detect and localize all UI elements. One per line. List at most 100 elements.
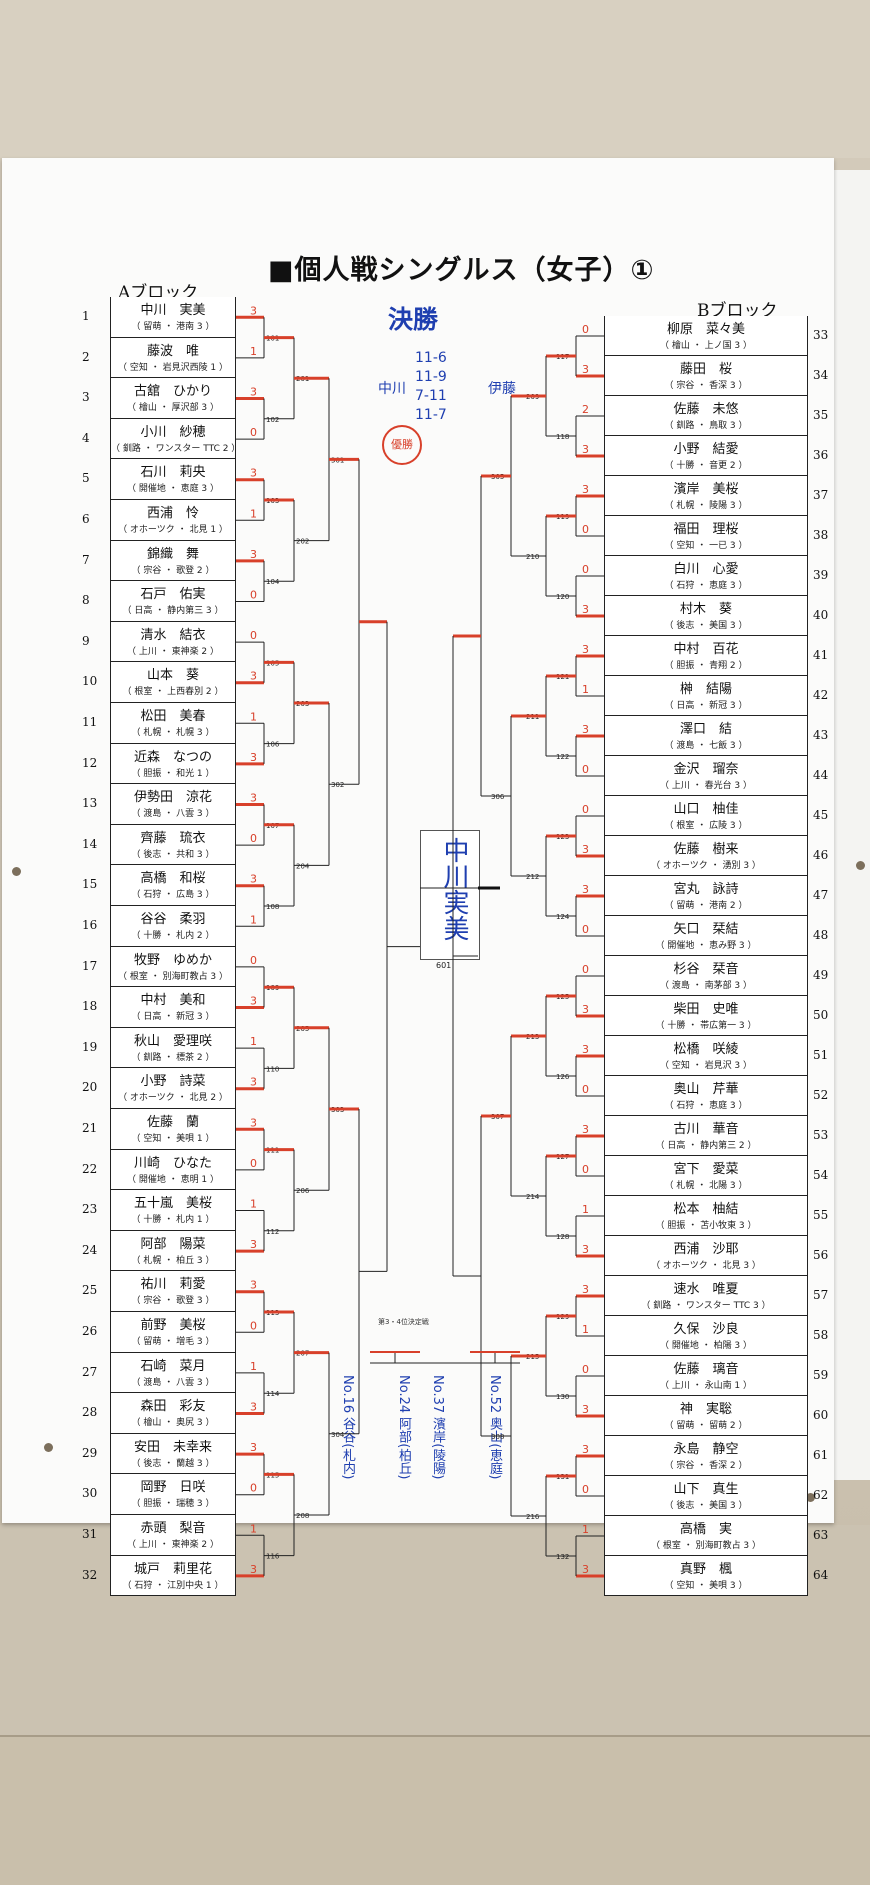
match-number: 112 [266,1228,279,1236]
player-name: 小野 詩菜 [140,1074,206,1090]
match-score: 3 [582,1283,589,1296]
seed-number: 12 [82,755,98,770]
player-school: （ 後志 ・ 美国 3 ） [664,1501,748,1511]
player-name: 佐藤 樹来 [673,842,739,857]
match-number: 114 [266,1390,280,1398]
match-score: 0 [250,589,257,602]
player-school: （ 留萌 ・ 港南 2 ） [664,901,748,911]
seed-number: 24 [82,1242,98,1257]
player-row: 金沢 瑠奈 （ 上川 ・ 春光台 3 ） [604,756,808,796]
seed-number: 60 [813,1408,829,1422]
player-school: （ 日高 ・ 新冠 3 ） [131,1012,215,1023]
player-name: 佐藤 蘭 [146,1115,199,1130]
player-row: 五十嵐 美桜（ 十勝 ・ 札内 1 ） [110,1190,236,1231]
seed-number: 61 [813,1448,829,1462]
player-row: 石戸 佑実（ 日高 ・ 静内第三 3 ） [110,581,236,622]
player-school: （ 宗谷 ・ 香深 2 ） [664,1461,748,1471]
player-row: 松本 柚結（ 胆振 ・ 苫小牧東 3 ） [604,1196,808,1236]
player-name: 柴田 史唯 [673,1002,739,1017]
player-row: 松橋 咲綾（ 空知 ・ 岩見沢 3 ） [604,1036,808,1076]
player-name: 金沢 瑠奈 [673,762,739,777]
pin [806,1493,815,1502]
seed-number: 56 [813,1248,829,1262]
seed-number: 37 [813,488,829,502]
player-name: 中村 美和 [140,993,206,1009]
match-score: 1 [250,1360,257,1373]
player-school: （ 日高 ・ 新冠 3 ） [664,701,748,711]
player-name: 澤口 結 [679,722,732,737]
page-title: ■個人戦シングルス（女子）① [268,255,655,286]
player-name: 小野 結愛 [673,442,739,457]
player-school: （ 日高 ・ 静内第三 2 ） [655,1141,757,1151]
player-row: 小川 紗穂（ 釧路 ・ ワンスター TTC 2 ） [110,418,240,460]
match-number: 202 [296,538,309,546]
player-row: 近森 なつの（ 胆振 ・ 和光 1 ） [110,743,236,785]
match-number: 130 [556,1393,569,1401]
seed-number: 55 [813,1208,829,1222]
player-name: 城戸 莉里花 [133,1561,212,1577]
third-place-entry: No.37 濱岸(陵陽) [430,1375,445,1480]
player-school: （ 檜山 ・ 上ノ国 3 ） [659,341,753,351]
match-score: 3 [582,1043,589,1056]
player-row: 錦織 舞（ 宗谷 ・ 歌登 2 ） [110,540,236,582]
match-number: 216 [526,1513,540,1521]
pin [44,1443,53,1452]
match-score: 1 [582,1323,589,1336]
adjacent-sheet [832,170,870,1480]
player-row: 祐川 莉愛（ 宗谷 ・ 歌登 3 ） [110,1271,236,1312]
final-heading: 決勝 [388,305,439,334]
match-score: 0 [582,1163,589,1176]
match-score: 0 [582,563,589,576]
player-row: 松田 美春 （ 札幌 ・ 札幌 3 ） [110,703,236,744]
seed-number: 36 [813,448,829,462]
player-row: 伊勢田 涼花（ 渡島 ・ 八雲 3 ） [110,784,236,825]
player-school: （ 札幌 ・ 札幌 3 ） [131,728,215,738]
player-name: 古舘 ひかり [133,384,212,400]
match-number: 120 [556,593,569,601]
player-school: （ 上川 ・ 東神楽 2 ） [126,1540,220,1550]
seed-number: 64 [813,1568,829,1582]
player-row: 白川 心愛（ 石狩 ・ 恵庭 3 ） [604,556,808,596]
seed-number: 39 [813,568,829,582]
seed-number: 9 [82,633,90,648]
seed-number: 54 [813,1168,829,1182]
player-name: 松本 柚結 [673,1202,739,1217]
player-name: 高橋 実 [679,1522,732,1537]
seed-number: 46 [813,848,829,862]
player-row: 秋山 愛理咲（ 釧路 ・ 標茶 2 ） [110,1027,236,1069]
player-name: 阿部 陽菜 [140,1236,206,1252]
player-school: （ 宗谷 ・ 歌登 2 ） [131,565,215,576]
player-name: 高橋 和桜 [140,871,206,887]
player-name: 松田 美春 [140,709,206,724]
match-score: 1 [250,1522,257,1535]
player-school: （ 上川 ・ 春光台 3 ） [659,781,753,791]
match-score: 3 [582,443,589,456]
player-name: 川崎 ひなた [133,1155,212,1171]
player-school: （ 後志 ・ 蘭越 3 ） [131,1458,215,1469]
match-number: 208 [296,1512,309,1520]
player-school: （ オホーツク ・ 北見 3 ） [651,1261,761,1271]
seed-number: 20 [82,1080,98,1095]
match-score: 3 [250,751,257,764]
match-score: 3 [250,467,257,480]
match-number: 304 [331,1431,345,1439]
player-row: 高橋 和桜（ 石狩 ・ 広島 3 ） [110,865,236,906]
match-score: 1 [250,345,257,358]
match-score: 1 [250,1198,257,1211]
seed-number: 38 [813,528,829,542]
player-name: 秋山 愛理咲 [133,1033,212,1049]
player-name: 宮丸 詠詩 [673,882,739,897]
seed-number: 49 [813,968,829,982]
player-row: 西浦 怜（ オホーツク ・ 北見 1 ） [110,500,236,541]
player-school: （ 空知 ・ 美唄 3 ） [664,1581,748,1591]
seed-number: 35 [813,408,829,422]
match-score: 0 [250,1319,257,1332]
seed-number: 7 [82,552,90,567]
match-score: 0 [582,963,589,976]
pin [856,861,865,870]
seed-number: 57 [813,1288,829,1302]
player-name: 石川 莉央 [140,465,206,481]
third-place-entry: No.52 奥山(恵庭) [487,1375,502,1480]
match-score: 3 [250,1563,257,1576]
seed-number: 30 [82,1486,98,1501]
